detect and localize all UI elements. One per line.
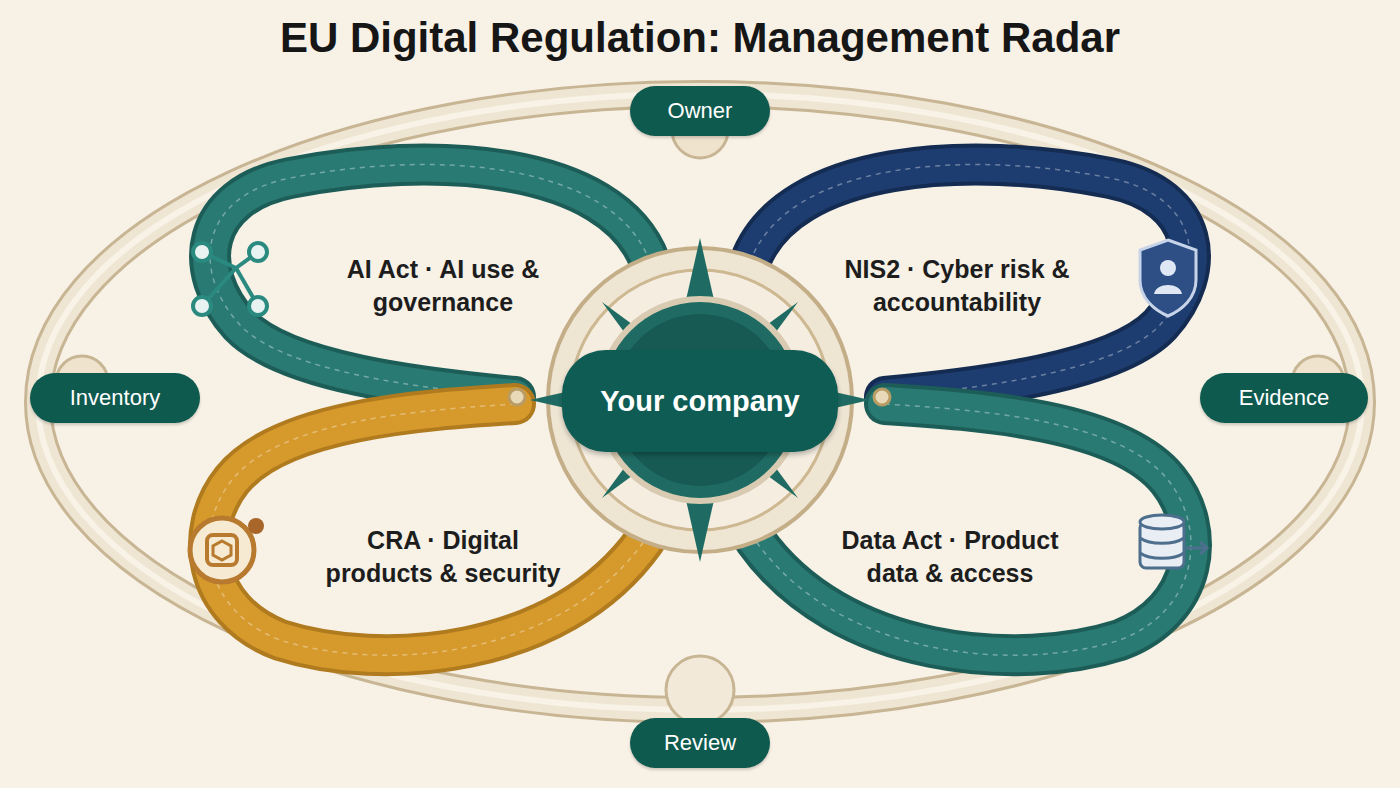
loop-label: Data Act · Product data & access <box>823 524 1078 589</box>
ring-pill: Inventory <box>30 373 200 423</box>
loop-label: NIS2 · Cyber risk & accountability <box>830 253 1085 318</box>
diagram-title: EU Digital Regulation: Management Radar <box>0 14 1400 62</box>
company-hub: Your company <box>562 350 838 452</box>
hub-label: Your company <box>600 385 799 418</box>
pill-label: Inventory <box>70 385 161 411</box>
loop-label: CRA · Digital products & security <box>316 524 571 589</box>
ring-pill: Evidence <box>1200 373 1368 423</box>
pill-label: Review <box>664 730 736 756</box>
ring-pill: Owner <box>630 86 770 136</box>
pill-label: Owner <box>668 98 733 124</box>
ring-pill: Review <box>630 718 770 768</box>
pill-label: Evidence <box>1239 385 1330 411</box>
loop-label: AI Act · AI use & governance <box>316 253 571 318</box>
